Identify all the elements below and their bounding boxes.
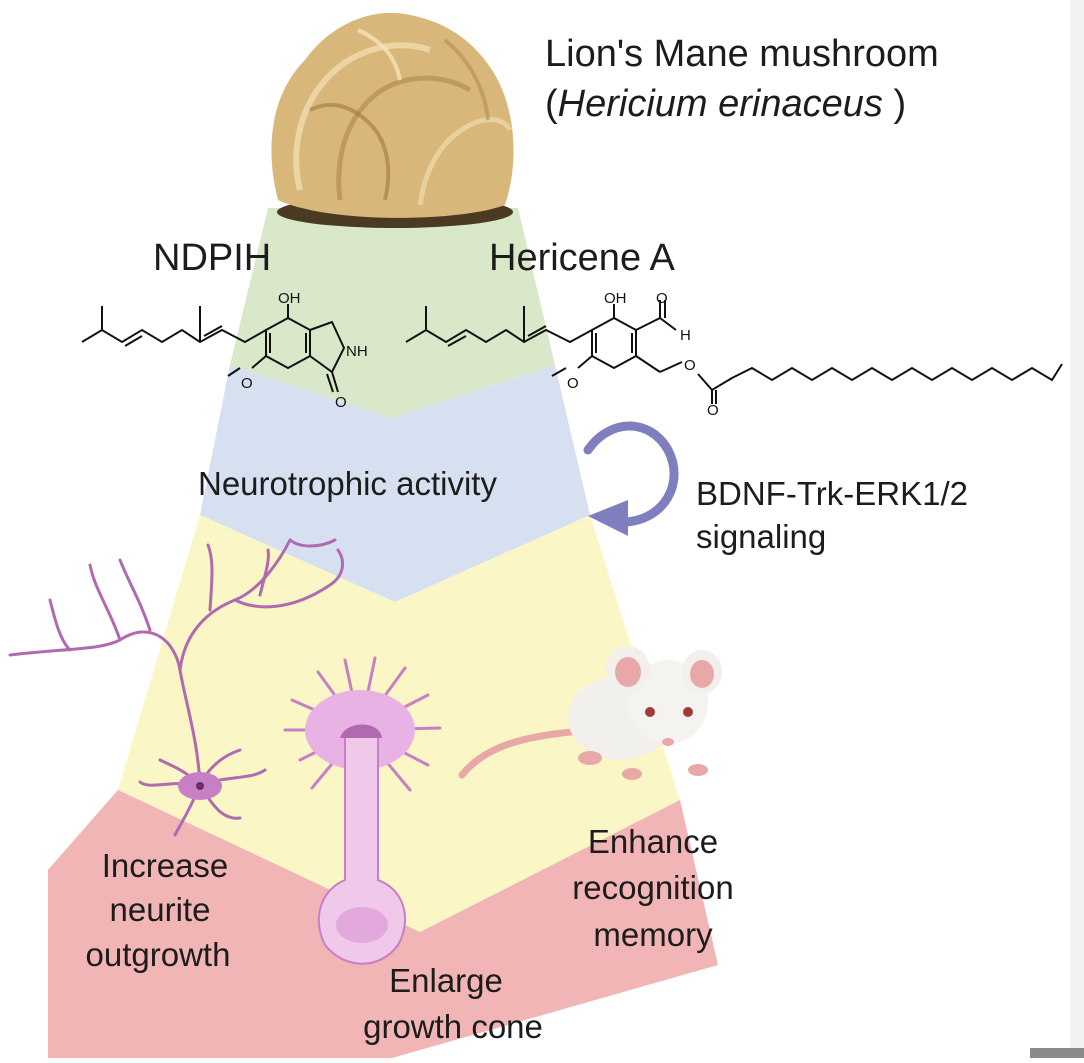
right-edge-strip [1070,0,1084,1058]
green-band [230,208,555,418]
outcome-growth-cone: Enlarge growth cone [363,962,543,1045]
corner-block [1030,1048,1084,1058]
outcome-neurite: Increase neurite outgrowth [86,847,231,973]
title-line2: (Hericium erinaceus ) [545,83,906,125]
title-line1: Lion's Mane mushroom [545,33,939,75]
neuron-icon [8,538,344,837]
compound-name-ndpih: NDPIH [153,237,271,279]
circular-arrow-icon [583,421,679,536]
ndpih-o-label: O [335,394,347,411]
title-paren-open: ( [545,83,558,125]
neurotrophic-activity-label: Neurotrophic activity [198,465,497,502]
hericene-aldehyde-h-label: H [680,327,691,344]
neurite-line3: outgrowth [86,936,231,973]
signaling-label-line1: BDNF-Trk-ERK1/2 [696,475,968,512]
mushroom-image [271,12,514,228]
ndpih-structure [81,304,346,393]
hericene-ester-o-label: O [684,357,696,374]
ndpih-oh-label: OH [278,290,301,307]
red-band-left-notch [48,790,118,1058]
hericene-aldehyde-o-label: O [656,290,668,307]
hericene-oh-label: OH [604,290,627,307]
signaling-label-line2: signaling [696,518,826,555]
growth-cone-icon [283,656,442,965]
ndpih-methoxy-o-label: O [241,375,253,392]
title-paren-close: ) [883,83,906,125]
ndpih-nh-label: NH [346,343,368,360]
species-name: Hericium erinaceus [558,83,883,125]
neuron-nucleus [196,782,204,790]
compound-name-hericene-a: Hericene A [489,237,676,279]
neurite-line1: Increase [102,847,229,884]
outcome-memory: Enhance recognition memory [572,823,733,953]
memory-line2: recognition [572,869,733,906]
hericene-carbonyl-o-label: O [707,402,719,419]
growth-cone-line2: growth cone [363,1008,543,1045]
mouse-icon [458,646,722,780]
memory-line1: Enhance [588,823,718,860]
hericene-a-structure [405,300,1063,404]
neurite-line2: neurite [110,891,211,928]
growth-cone-line1: Enlarge [389,962,503,999]
hericene-methoxy-o-label: O [567,375,579,392]
memory-line3: memory [593,916,713,953]
